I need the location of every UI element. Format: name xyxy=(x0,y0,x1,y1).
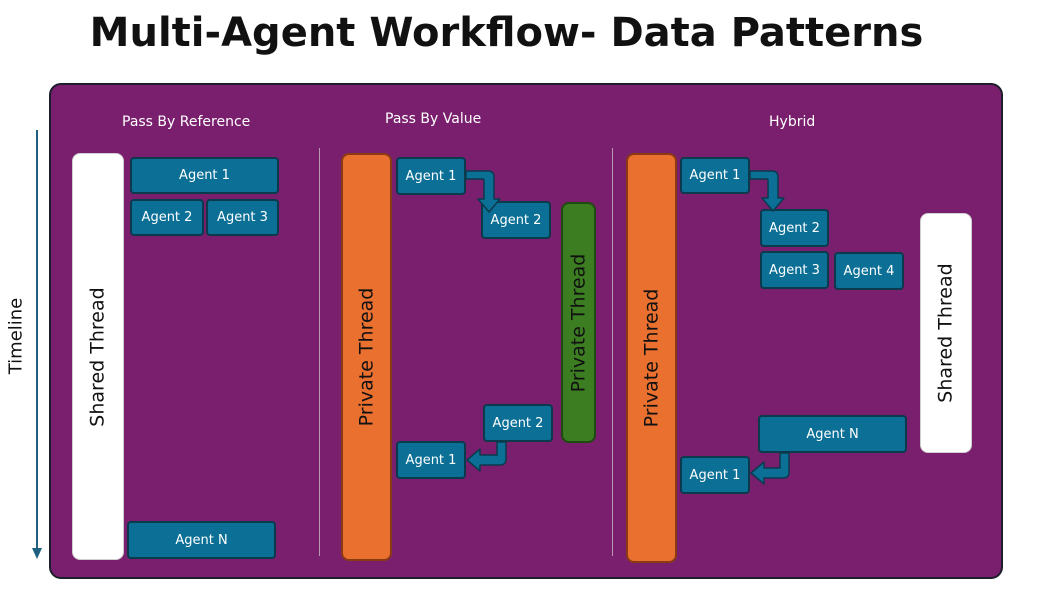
section-title-pass-by-reference: Pass By Reference xyxy=(122,114,251,130)
agent-box: Agent 3 xyxy=(760,251,829,289)
agent-box: Agent 1 xyxy=(130,157,279,194)
thread-label: Private Thread xyxy=(355,287,378,427)
section-divider xyxy=(612,148,613,556)
agent-box: Agent N xyxy=(127,521,276,559)
section-title-hybrid: Hybrid xyxy=(769,114,816,130)
private-thread-hybrid: Private Thread xyxy=(626,153,677,563)
private-thread-value-right: Private Thread xyxy=(561,202,596,443)
agent-box: Agent 1 xyxy=(396,441,466,479)
agent-box: Agent 1 xyxy=(680,456,750,494)
thread-label: Shared Thread xyxy=(935,263,957,403)
thread-label: Private Thread xyxy=(640,288,663,428)
agent-box: Agent 3 xyxy=(206,199,279,236)
thread-label: Shared Thread xyxy=(87,286,109,427)
diagram-title: Multi-Agent Workflow- Data Patterns xyxy=(89,10,924,56)
private-thread-value-left: Private Thread xyxy=(341,153,392,561)
timeline-label: Timeline xyxy=(5,297,27,375)
shared-thread-hybrid: Shared Thread xyxy=(920,213,972,453)
agent-box: Agent 4 xyxy=(834,252,904,290)
agent-box: Agent 2 xyxy=(481,201,551,239)
agent-box: Agent 1 xyxy=(396,157,466,195)
timeline-arrow xyxy=(32,130,42,559)
section-divider xyxy=(319,148,320,556)
agent-box: Agent 2 xyxy=(130,199,204,236)
agent-box: Agent N xyxy=(758,415,907,453)
section-title-pass-by-value: Pass By Value xyxy=(385,111,482,127)
agent-box: Agent 2 xyxy=(760,209,829,247)
shared-thread-reference: Shared Thread xyxy=(72,153,124,560)
agent-box: Agent 2 xyxy=(483,404,553,442)
agent-box: Agent 1 xyxy=(680,157,750,194)
thread-label: Private Thread xyxy=(567,253,590,392)
